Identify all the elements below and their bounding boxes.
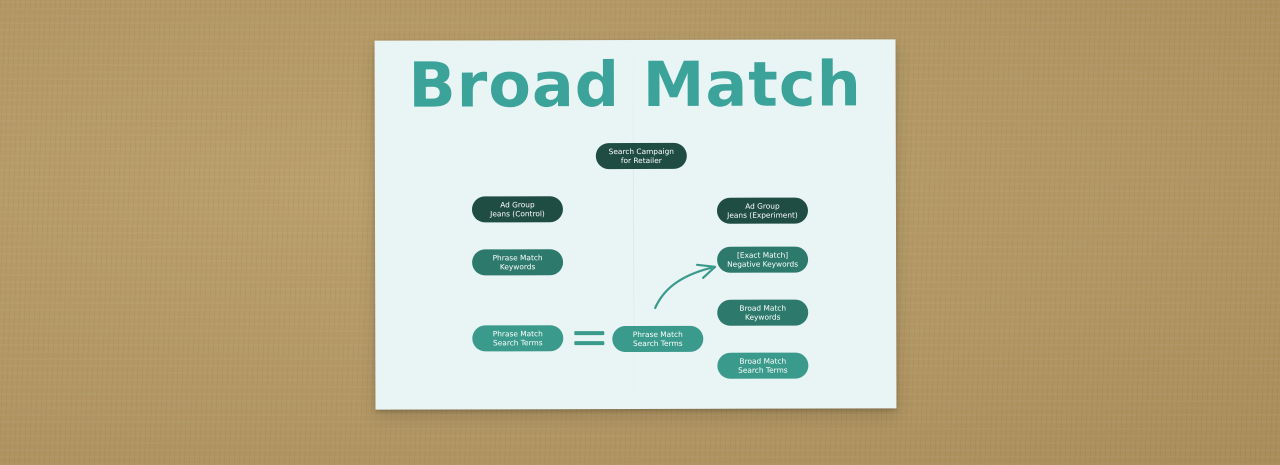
diagram-title: Broad Match <box>408 47 862 122</box>
node-label: Broad Match Search Terms <box>738 356 788 375</box>
node-ad-group-experiment: Ad Group Jeans (Experiment) <box>716 197 808 224</box>
node-broad-match-keywords: Broad Match Keywords <box>717 299 809 326</box>
node-search-campaign: Search Campaign for Retailer <box>595 142 687 170</box>
node-label: Broad Match Keywords <box>739 303 787 322</box>
node-ad-group-control: Ad Group Jeans (Control) <box>471 196 563 223</box>
node-phrase-match-search-terms-center: Phrase Match Search Terms <box>612 325 704 353</box>
node-broad-match-search-terms: Broad Match Search Terms <box>717 352 809 379</box>
node-label: [Exact Match] Negative Keywords <box>727 250 799 269</box>
node-label: Ad Group Jeans (Control) <box>490 200 545 219</box>
node-label: Phrase Match Keywords <box>492 253 543 272</box>
node-label: Phrase Match Search Terms <box>632 329 683 349</box>
node-label: Phrase Match Search Terms <box>492 329 543 348</box>
paper-sheet: Broad Match Search Campaign for Retailer… <box>374 39 897 410</box>
equals-sign <box>574 331 605 347</box>
node-phrase-match-keywords: Phrase Match Keywords <box>472 249 564 276</box>
node-label: Search Campaign for Retailer <box>608 146 674 166</box>
curved-arrow-icon <box>654 263 717 310</box>
node-label: Ad Group Jeans (Experiment) <box>727 201 798 220</box>
node-exact-negative-keywords: [Exact Match] Negative Keywords <box>717 246 809 273</box>
node-phrase-match-search-terms-left: Phrase Match Search Terms <box>472 325 564 352</box>
